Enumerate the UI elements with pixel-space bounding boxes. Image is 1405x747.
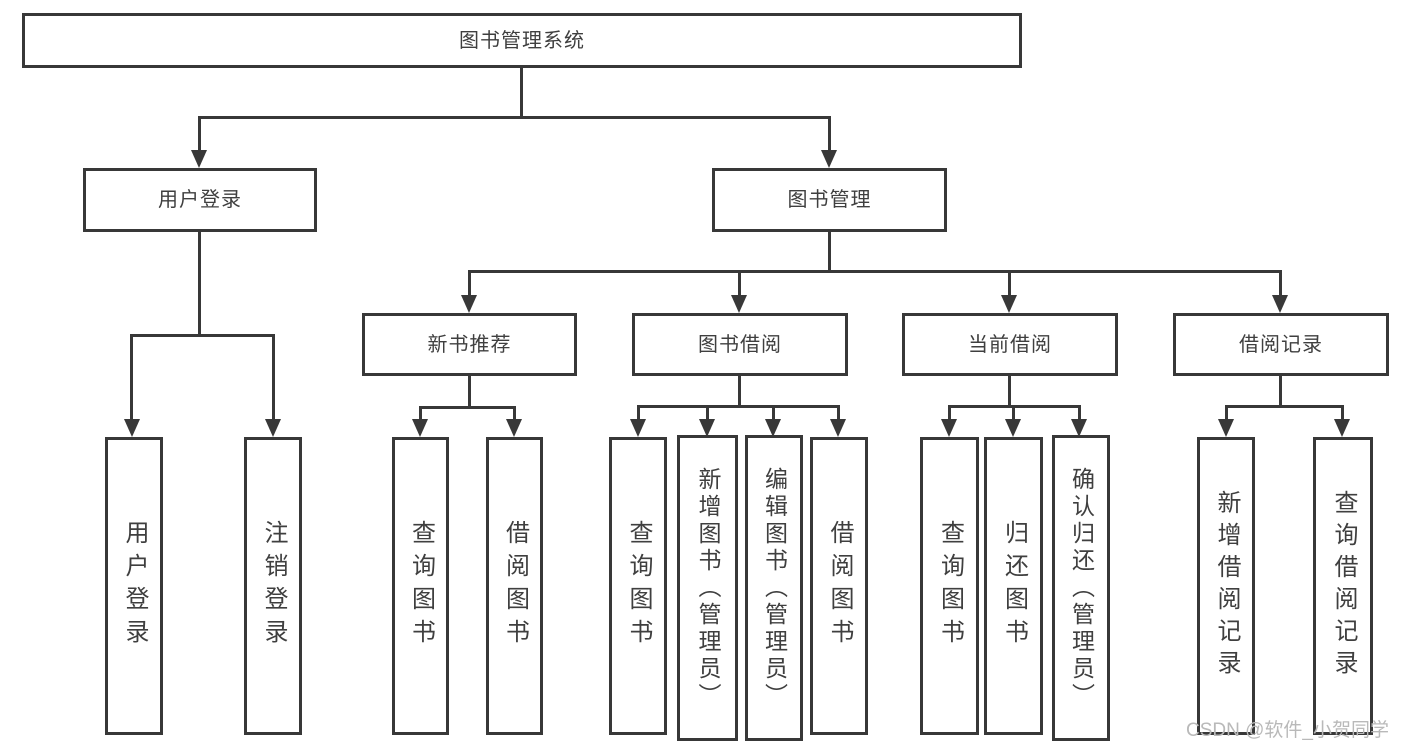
leaf-edit-books-admin: 编辑图书（管理员） [745, 435, 803, 741]
edge-line [828, 232, 831, 272]
arrowhead-down-icon [506, 419, 522, 437]
arrowhead-down-icon [265, 419, 281, 437]
edge-line [706, 405, 709, 421]
leaf-query-books-borrowing: 查询图书 [609, 437, 667, 735]
edge-line [419, 406, 422, 421]
leaf-add-books-admin: 新增图书（管理员） [677, 435, 738, 741]
node-label: 新书推荐 [427, 333, 512, 356]
edge-line [468, 270, 1282, 273]
node-book-management: 图书管理 [712, 168, 947, 232]
edge-line [130, 334, 133, 420]
edge-line [637, 405, 640, 421]
arrowhead-down-icon [765, 419, 781, 437]
leaf-logout: 注销登录 [244, 437, 302, 735]
edge-line [772, 405, 775, 421]
arrowhead-down-icon [630, 419, 646, 437]
node-label: 借阅记录 [1239, 333, 1323, 356]
arrowhead-down-icon [1001, 295, 1017, 313]
leaf-confirm-return-admin: 确认归还（管理员） [1052, 435, 1110, 741]
node-root-system: 图书管理系统 [22, 13, 1022, 68]
leaf-query-books-current: 查询图书 [920, 437, 979, 735]
edge-line [1012, 405, 1015, 421]
leaf-borrow-books-recommend: 借阅图书 [486, 437, 543, 735]
arrowhead-down-icon [830, 419, 846, 437]
node-label: 查询图书 [936, 520, 964, 652]
arrowhead-down-icon [1005, 419, 1021, 437]
edge-line [468, 376, 471, 408]
edge-line [1341, 405, 1344, 421]
arrowhead-down-icon [1334, 419, 1350, 437]
node-label: 注销登录 [260, 520, 287, 652]
edge-line [837, 405, 840, 421]
edge-line [738, 376, 741, 407]
leaf-query-borrow-record: 查询借阅记录 [1313, 437, 1373, 735]
arrowhead-down-icon [731, 295, 747, 313]
leaf-add-borrow-record: 新增借阅记录 [1197, 437, 1255, 735]
node-label: 当前借阅 [968, 333, 1052, 356]
arrowhead-down-icon [412, 419, 428, 437]
edge-line [130, 334, 275, 337]
arrowhead-down-icon [821, 150, 837, 168]
node-label: 确认归还（管理员） [1068, 466, 1095, 710]
edge-line [1078, 405, 1081, 421]
node-label: 查询图书 [407, 520, 435, 652]
edge-line [1008, 376, 1011, 407]
edge-line [1008, 270, 1011, 297]
edge-line [468, 270, 471, 297]
edge-line [738, 270, 741, 297]
arrowhead-down-icon [699, 419, 715, 437]
arrowhead-down-icon [124, 419, 140, 437]
edge-line [419, 406, 516, 409]
arrowhead-down-icon [1071, 419, 1087, 437]
node-current-borrowing: 当前借阅 [902, 313, 1118, 376]
csdn-watermark: CSDN @软件_小贺同学 [1186, 720, 1389, 741]
node-label: 图书管理 [787, 189, 872, 211]
node-borrowing-records: 借阅记录 [1173, 313, 1389, 376]
node-label: 查询图书 [625, 520, 652, 652]
node-label: 用户登录 [121, 520, 148, 652]
arrowhead-down-icon [461, 295, 477, 313]
arrowhead-down-icon [191, 150, 207, 168]
node-label: 新增借阅记录 [1213, 490, 1240, 682]
edge-line [272, 334, 275, 420]
arrowhead-down-icon [1272, 295, 1288, 313]
leaf-query-books-recommend: 查询图书 [392, 437, 449, 735]
edge-line [513, 406, 516, 421]
node-label: 图书借阅 [698, 333, 782, 356]
node-label: 用户登录 [158, 189, 242, 211]
edge-line [1279, 376, 1282, 407]
edge-line [828, 116, 831, 152]
node-label: 借阅图书 [826, 520, 853, 652]
edge-line [198, 116, 201, 152]
edge-line [637, 405, 840, 408]
node-label: 借阅图书 [501, 520, 529, 652]
node-label: 查询借阅记录 [1330, 490, 1357, 682]
node-label: 编辑图书（管理员） [761, 466, 788, 710]
leaf-borrow-books-borrowing: 借阅图书 [810, 437, 868, 735]
edge-line [198, 232, 201, 336]
arrowhead-down-icon [941, 419, 957, 437]
edge-line [1225, 405, 1344, 408]
edge-line [520, 68, 523, 118]
node-book-borrowing: 图书借阅 [632, 313, 848, 376]
edge-line [1279, 270, 1282, 297]
edge-line [1225, 405, 1228, 421]
edge-line [948, 405, 951, 421]
arrowhead-down-icon [1218, 419, 1234, 437]
edge-line [198, 116, 831, 119]
node-label: 图书管理系统 [459, 29, 585, 52]
node-label: 归还图书 [1000, 520, 1028, 652]
node-new-book-recommend: 新书推荐 [362, 313, 577, 376]
leaf-return-books: 归还图书 [984, 437, 1043, 735]
leaf-user-login: 用户登录 [105, 437, 163, 735]
node-label: 新增图书（管理员） [695, 466, 721, 710]
node-user-login: 用户登录 [83, 168, 317, 232]
